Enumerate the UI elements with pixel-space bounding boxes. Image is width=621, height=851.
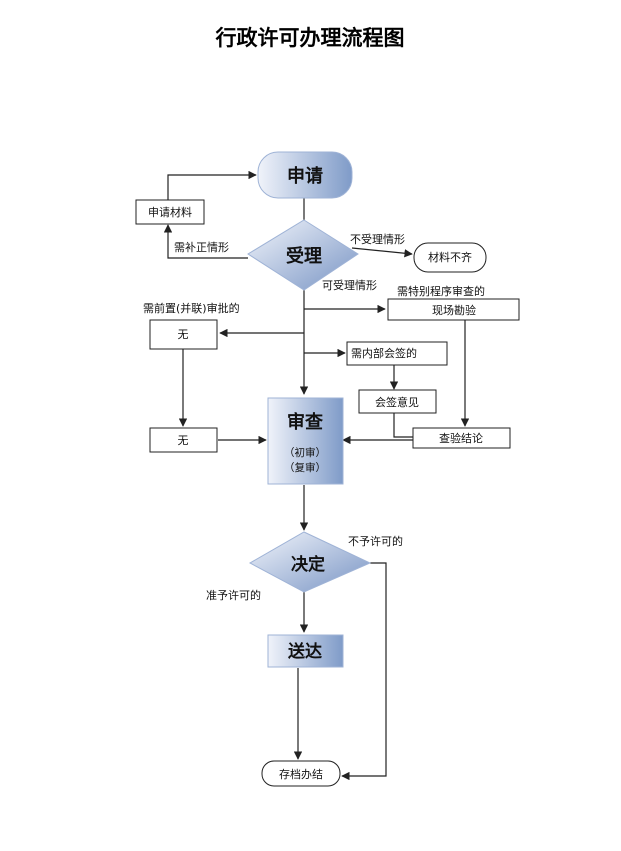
review-second-label: （复审）	[284, 461, 326, 474]
inspection-conclusion-box: 查验结论	[412, 427, 511, 449]
connector-correction	[163, 224, 248, 259]
special-procedure-label: 需特别程序审查的	[397, 284, 485, 298]
none-bottom-label: 无	[178, 434, 189, 447]
review-first-label: （初审）	[284, 446, 326, 459]
apply-material-box: 申请材料	[135, 199, 205, 225]
accept-node: 受理	[247, 219, 359, 291]
none-top-label: 无	[178, 328, 189, 341]
none-top-box: 无	[149, 319, 218, 350]
pre-approval-label: 需前置(并联)审批的	[143, 301, 240, 315]
decide-node: 决定	[248, 531, 372, 593]
apply-label: 申请	[287, 165, 323, 187]
page-title: 行政许可办理流程图	[215, 26, 405, 50]
deliver-label: 送达	[288, 641, 322, 662]
accept-label: 受理	[286, 245, 322, 267]
connector-opinion-conclusion	[393, 413, 413, 438]
inspection-conclusion-label: 查验结论	[439, 431, 483, 445]
none-bottom-box: 无	[149, 427, 218, 453]
site-survey-box: 现场勘验	[387, 298, 520, 321]
archive-label: 存档办结	[279, 767, 323, 781]
countersign-opinion-label: 会签意见	[375, 395, 419, 409]
decide-label: 决定	[291, 554, 325, 575]
material-missing-node: 材料不齐	[413, 242, 487, 273]
acceptable-label: 可受理情形	[322, 279, 377, 292]
not-accepted-label: 不受理情形	[350, 233, 405, 246]
needs-correction-label: 需补正情形	[174, 241, 229, 254]
review-node: 审查 （初审） （复审）	[267, 397, 344, 485]
countersign-opinion-box: 会签意见	[358, 389, 437, 414]
review-label: 审查	[287, 411, 323, 433]
deliver-node: 送达	[267, 634, 344, 668]
apply-material-label: 申请材料	[148, 205, 192, 219]
apply-node: 申请	[257, 151, 353, 199]
connector-material-apply	[167, 170, 257, 200]
permitted-label: 准予许可的	[206, 588, 261, 602]
archive-node: 存档办结	[261, 760, 341, 787]
material-missing-label: 材料不齐	[428, 250, 472, 264]
internal-countersign-label: 需内部会签的	[351, 346, 417, 360]
site-survey-label: 现场勘验	[432, 303, 476, 317]
connector-not-accepted	[351, 247, 413, 258]
connector-not-permitted	[341, 562, 387, 781]
internal-countersign-box: 需内部会签的	[346, 341, 448, 366]
not-permitted-label: 不予许可的	[348, 534, 403, 548]
